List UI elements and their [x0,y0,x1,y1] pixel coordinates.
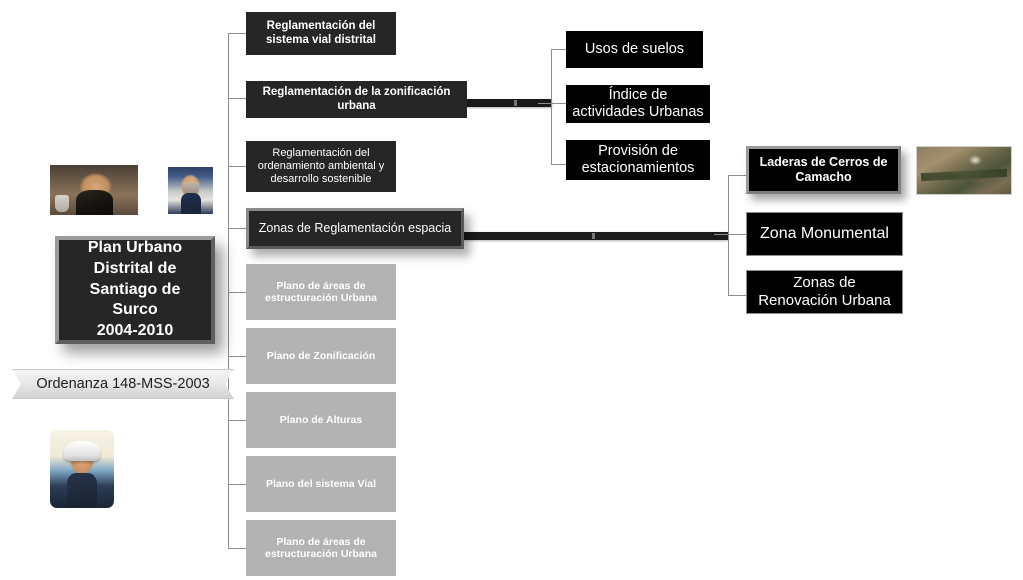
connector-stub-plano-areas-1 [228,292,247,293]
node-label: Zona Monumental [760,224,889,242]
node-label: Provisión de estacionamientos [581,142,695,176]
connector-stub-zonificacion [228,98,247,99]
root-node-label: Plan Urbano Distrital de Santiago de Sur… [87,239,183,340]
node-usos-de-suelos[interactable]: Usos de suelos [566,31,703,68]
connector-stub-ambiental [228,166,247,167]
connector-zonificacion-thick-bar [466,99,552,107]
connector-level3-trunk [551,49,552,164]
ordinance-label: Ordenanza 148-MSS-2003 [36,376,210,392]
photo-satellite [916,146,1012,195]
photo-mayor [50,165,138,215]
connector-stub-vial [228,33,247,34]
connector-level4-trunk [728,175,729,295]
connector-stub-renovacion [728,295,746,296]
connector-stub-laderas [728,175,746,176]
node-label: Usos de suelos [584,40,685,57]
node-label: Plano de áreas de estructuración Urbana [264,279,378,304]
node-reglamentacion-ordenamiento-ambiental[interactable]: Reglamentación del ordenamiento ambienta… [246,141,396,192]
photo-bearded [168,167,213,214]
node-plano-sistema-vial[interactable]: Plano del sistema Vial [246,456,396,512]
node-label: Plano del sistema Vial [265,477,377,490]
node-plano-areas-estructuracion-1[interactable]: Plano de áreas de estructuración Urbana [246,264,396,320]
node-reglamentacion-zonificacion-urbana[interactable]: Reglamentación de la zonificación urbana [246,81,467,118]
connector-stub-plano-areas-2 [228,548,247,549]
connector-stub-monumental [714,234,746,235]
connector-level2-trunk [228,33,229,548]
node-plano-areas-estructuracion-2[interactable]: Plano de áreas de estructuración Urbana [246,520,396,576]
connector-stub-zonas [228,228,247,229]
node-reglamentacion-sistema-vial[interactable]: Reglamentación del sistema vial distrita… [246,12,396,55]
node-zona-monumental[interactable]: Zona Monumental [746,212,903,256]
node-label: Reglamentación del ordenamiento ambienta… [257,147,385,185]
connector-stub-plano-zonificacion [228,356,247,357]
connector-stub-usos [551,49,567,50]
node-label: Reglamentación del sistema vial distrita… [266,19,376,46]
node-label: Laderas de Cerros de Camacho [759,155,888,184]
connector-stub-plano-alturas [228,420,247,421]
connector-stub-provision [551,164,567,165]
node-zonas-de-reglamentacion-espacia[interactable]: Zonas de Reglamentación espacia [246,208,464,249]
node-plano-zonificacion[interactable]: Plano de Zonificación [246,328,396,384]
connector-stub-plano-vial [228,484,247,485]
root-node-plan-urbano[interactable]: Plan Urbano Distrital de Santiago de Sur… [55,236,215,344]
node-label: Índice de actividades Urbanas [572,86,704,120]
node-plano-alturas[interactable]: Plano de Alturas [246,392,396,448]
node-label: Plano de áreas de estructuración Urbana [264,535,378,560]
node-provision-estacionamientos[interactable]: Provisión de estacionamientos [566,140,710,180]
node-laderas-cerros-camacho[interactable]: Laderas de Cerros de Camacho [746,146,901,194]
node-zonas-renovacion-urbana[interactable]: Zonas de Renovación Urbana [746,270,903,314]
node-label: Plano de Alturas [279,413,363,426]
photo-engineer [50,430,114,508]
ordinance-banner[interactable]: Ordenanza 148-MSS-2003 [12,369,234,399]
node-label: Reglamentación de la zonificación urbana [262,85,451,112]
node-label: Zonas de Reglamentación espacia [258,221,452,236]
node-label: Plano de Zonificación [266,349,376,362]
node-indice-actividades-urbanas[interactable]: Índice de actividades Urbanas [566,85,710,123]
node-label: Zonas de Renovación Urbana [758,274,891,309]
connector-zonas-thick-bar [464,232,728,240]
connector-stub-indice [538,103,567,104]
